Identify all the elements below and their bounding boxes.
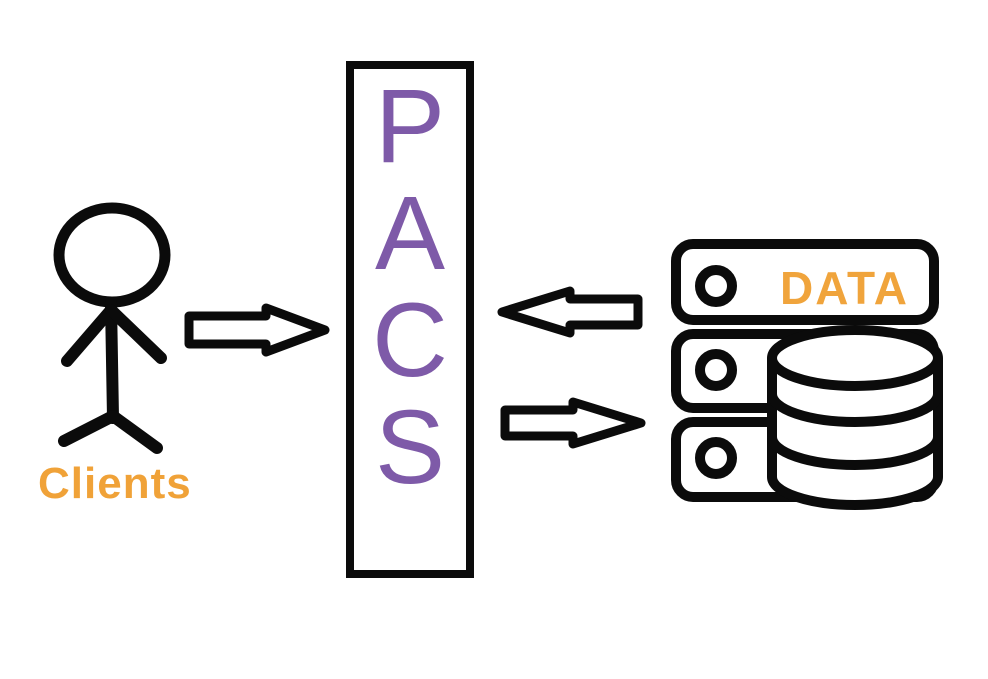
person-icon [53, 202, 171, 454]
server-unit-1 [671, 239, 939, 325]
data-label: DATA [780, 262, 909, 314]
arrow-clients-to-pacs [184, 303, 330, 357]
server-database-icon [671, 239, 943, 510]
led-circle-1 [695, 265, 737, 307]
pacs-letter: C [372, 282, 448, 399]
led-circle-2 [695, 349, 737, 391]
pacs-box: P A C S [346, 61, 474, 578]
clients-label: Clients [38, 459, 192, 508]
database-cylinder-icon [767, 325, 943, 510]
pacs-letter: S [374, 389, 446, 506]
server-drive-leds [695, 265, 737, 479]
pacs-letter: A [374, 175, 446, 292]
pacs-letter: P [374, 68, 446, 185]
arrow-pacs-to-data [500, 397, 646, 449]
led-circle-3 [695, 437, 737, 479]
arrow-data-to-pacs [497, 286, 643, 338]
